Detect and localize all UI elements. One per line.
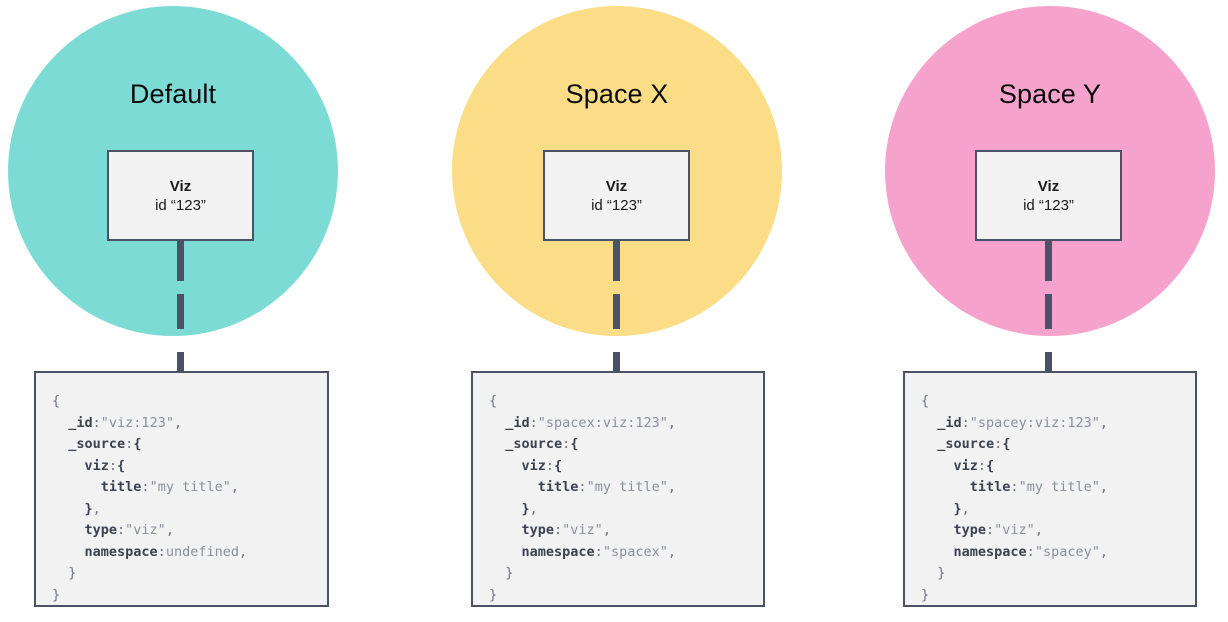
code-document-spacey: { _id:"spacey:viz:123", _source:{ viz:{ … <box>921 393 1108 603</box>
code-box-default: { _id:"viz:123", _source:{ viz:{ title:"… <box>34 371 329 607</box>
connector-spacex <box>613 241 620 374</box>
viz-title-default: Viz <box>169 177 192 195</box>
viz-title-spacex: Viz <box>605 177 628 195</box>
connector-default <box>177 241 184 374</box>
space-label-spacey: Space Y <box>998 79 1102 109</box>
code-box-spacey: { _id:"spacey:viz:123", _source:{ viz:{ … <box>903 371 1197 607</box>
viz-id-default: id “123” <box>155 196 206 214</box>
code-box-spacex: { _id:"spacex:viz:123", _source:{ viz:{ … <box>471 371 765 607</box>
code-document-default: { _id:"viz:123", _source:{ viz:{ title:"… <box>52 393 248 603</box>
viz-id-spacex: id “123” <box>591 196 642 214</box>
viz-title-spacey: Viz <box>1037 177 1060 195</box>
viz-id-spacey: id “123” <box>1023 196 1074 214</box>
space-label-spacex: Space X <box>565 79 669 109</box>
space-label-default: Default <box>129 79 217 109</box>
code-document-spacex: { _id:"spacex:viz:123", _source:{ viz:{ … <box>489 393 676 603</box>
connector-spacey <box>1045 241 1052 374</box>
